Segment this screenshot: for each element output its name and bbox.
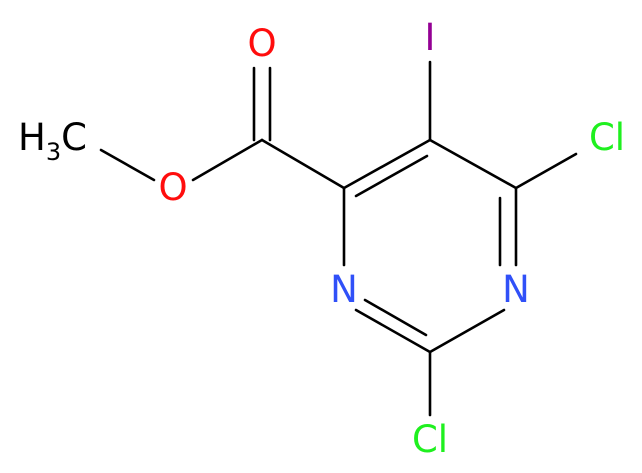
atom-cl-bottom: Cl bbox=[412, 418, 448, 461]
methyl-c: C bbox=[61, 116, 87, 159]
bond-c2-n-left bbox=[354, 308, 432, 354]
atom-iodine: I bbox=[425, 16, 436, 59]
methyl-h: H bbox=[18, 116, 46, 159]
atom-n-right: N bbox=[502, 268, 530, 311]
bond-lines bbox=[99, 60, 578, 417]
atom-o-ester: O bbox=[158, 166, 187, 209]
bond-c-o-ester bbox=[191, 138, 264, 182]
methyl-subscript: 3 bbox=[46, 138, 61, 166]
atom-n-left: N bbox=[330, 268, 358, 311]
bond-c2-n-left-inner bbox=[363, 298, 428, 337]
bond-c-c4 bbox=[260, 138, 346, 190]
atom-labels: O O H3C I Cl N N Cl bbox=[18, 16, 625, 461]
bond-c4-c5-inner bbox=[354, 154, 429, 198]
atom-methyl: H3C bbox=[18, 116, 87, 166]
bond-c5-c6 bbox=[428, 138, 518, 190]
bond-n-right-c2 bbox=[428, 308, 506, 354]
bond-c4-c5 bbox=[342, 138, 432, 190]
atom-o-carbonyl: O bbox=[247, 22, 276, 65]
bond-c6-cl bbox=[514, 152, 578, 190]
bond-o-methyl bbox=[99, 148, 156, 182]
atom-cl-top: Cl bbox=[589, 116, 625, 159]
